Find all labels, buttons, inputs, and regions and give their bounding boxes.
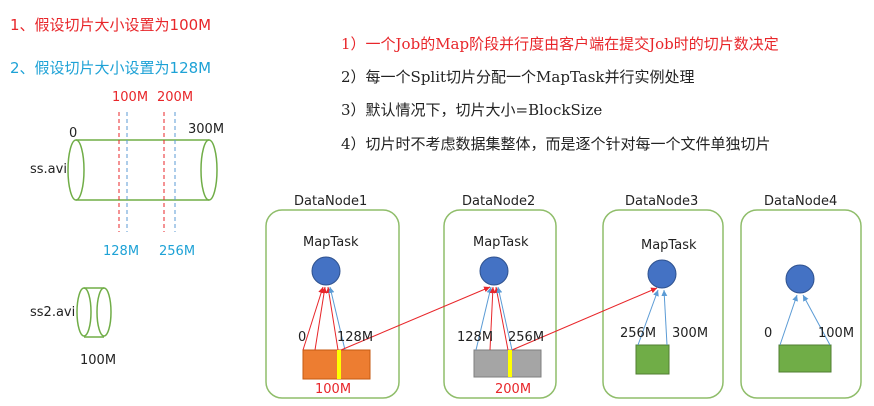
arrow-n3-a: [637, 289, 659, 346]
mark-200m: 200M: [157, 90, 194, 105]
file-name-ss-avi: ss.avi: [30, 162, 67, 177]
file-cylinder-ss-avi: [67, 139, 218, 201]
arrow-n3-b: [661, 289, 668, 346]
note-1: 1）一个Job的Map阶段并行度由客户端在提交Job时的切片数决定: [341, 35, 779, 53]
block4-right-label: 100M: [818, 326, 855, 341]
file-name-ss2-avi: ss2.avi: [30, 305, 76, 320]
arrow-n4-a: [779, 294, 798, 346]
maptask-label-3: MapTask: [641, 238, 697, 253]
mark-128m: 128M: [103, 244, 140, 259]
block2-left-label: 128M: [457, 330, 494, 345]
arrow-n2-d: [496, 286, 513, 351]
maptask-circle-3: [647, 259, 677, 289]
maptask-circle-1: [311, 256, 341, 286]
arrow-n2-to-n3: [511, 287, 658, 351]
arrow-n4-b: [802, 294, 831, 346]
block4-left-label: 0: [764, 326, 773, 341]
rule-2: 2、假设切片大小设置为128M: [10, 59, 212, 77]
note-4: 4）切片时不考虑数据集整体，而是逐个针对每一个文件单独切片: [341, 135, 771, 153]
arrow-n2-a: [475, 286, 493, 351]
mark-100m: 100M: [112, 90, 149, 105]
block-4: [778, 344, 832, 373]
datanode-label-4: DataNode4: [764, 194, 838, 209]
block3-left-label: 256M: [620, 326, 657, 341]
block-3: [635, 344, 670, 375]
block-2: [473, 349, 542, 378]
maptask-circle-2: [479, 256, 509, 286]
rule-1: 1、假设切片大小设置为100M: [10, 16, 212, 34]
datanode-box-1: [265, 209, 400, 399]
datanode-box-4: [740, 209, 862, 399]
block-1: [302, 349, 371, 380]
datanode-label-3: DataNode3: [625, 194, 699, 209]
block1-bottom-label: 100M: [315, 382, 352, 397]
arrow-n2-b: [489, 286, 496, 351]
note-2: 2）每一个Split切片分配一个MapTask并行实例处理: [341, 68, 695, 86]
arrow-n1-a: [302, 286, 325, 351]
mark-0: 0: [69, 126, 78, 141]
block2-right-label: 256M: [508, 330, 545, 345]
block-1-split-marker: [337, 350, 341, 379]
datanode-box-2: [443, 209, 557, 399]
datanode-box-3: [602, 209, 724, 399]
maptask-circle-4: [785, 264, 815, 294]
block1-left-label: 0: [298, 330, 307, 345]
arrow-n1-d: [328, 286, 346, 351]
arrow-n1-to-n2: [340, 286, 491, 351]
file-cylinder-ss2-avi: [76, 287, 112, 338]
datanode-label-1: DataNode1: [294, 194, 368, 209]
mark-300m: 300M: [188, 122, 225, 137]
arrow-n1-c: [325, 286, 339, 351]
maptask-label-2: MapTask: [473, 235, 529, 250]
maptask-label-1: MapTask: [303, 235, 359, 250]
datanode-label-2: DataNode2: [462, 194, 536, 209]
arrow-n1-b: [314, 286, 328, 351]
arrow-n2-c: [494, 286, 509, 351]
block2-bottom-label: 200M: [495, 382, 532, 397]
block-2-split-marker: [508, 350, 512, 377]
block3-right-label: 300M: [672, 326, 709, 341]
block1-right-label: 128M: [337, 330, 374, 345]
file-size-ss2: 100M: [80, 353, 117, 368]
mark-256m: 256M: [159, 244, 196, 259]
note-3: 3）默认情况下，切片大小=BlockSize: [341, 101, 603, 119]
